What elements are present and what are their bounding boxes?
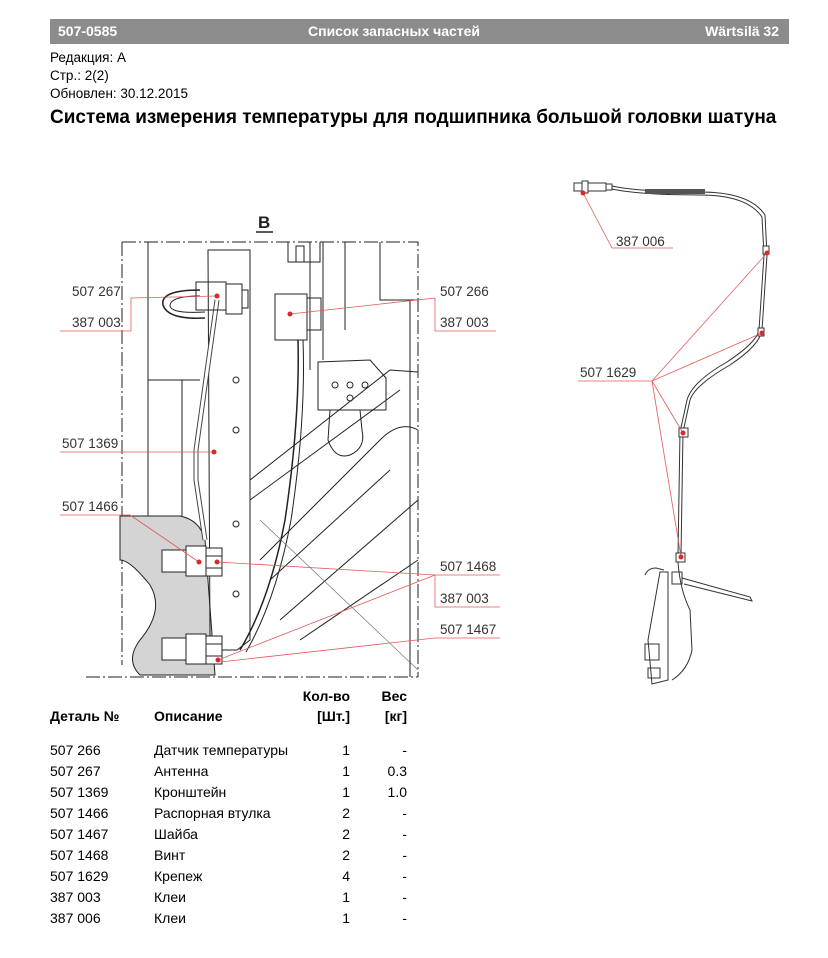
part-number: 507 1468 [50, 847, 109, 863]
part-qty: 1 [342, 763, 350, 779]
callout-507-266: 507 266 [440, 284, 489, 299]
header-bar: 507-0585 Список запасных частей Wärtsilä… [50, 19, 789, 44]
part-qty: 1 [342, 784, 350, 800]
part-number: 387 006 [50, 910, 101, 926]
part-number: 507 267 [50, 763, 101, 779]
part-description: Крепеж [154, 868, 203, 884]
header-qty-top: Кол-во [302, 688, 350, 704]
view-letter: B [258, 213, 270, 232]
part-description: Антенна [154, 763, 209, 779]
table-row: 507 1629 Крепеж 4 - [50, 868, 430, 889]
part-description: Клеи [154, 910, 186, 926]
table-row: 507 266 Датчик температуры 1 - [50, 742, 430, 763]
part-description: Шайба [154, 826, 198, 842]
callout-507-1467: 507 1467 [440, 622, 496, 637]
part-weight: - [402, 826, 407, 842]
table-row: 507 1467 Шайба 2 - [50, 826, 430, 847]
part-qty: 2 [342, 805, 350, 821]
leader-dots-right [580, 190, 770, 560]
part-description: Распорная втулка [154, 805, 271, 821]
part-qty: 1 [342, 910, 350, 926]
table-row: 507 1468 Винт 2 - [50, 847, 430, 868]
callout-387-003-c: 387 003 [440, 591, 489, 606]
callout-507-1369: 507 1369 [62, 436, 118, 451]
part-description: Клеи [154, 889, 186, 905]
part-weight: 0.3 [387, 763, 407, 779]
part-number: 507 1629 [50, 868, 109, 884]
callout-507-267: 507 267 [72, 284, 121, 299]
table-row: 507 1466 Распорная втулка 2 - [50, 805, 430, 826]
table-row: 387 006 Клеи 1 - [50, 910, 430, 931]
table-row: 507 267 Антенна 1 0.3 [50, 763, 430, 784]
header-weight-bottom: [кг] [384, 708, 407, 724]
part-weight: - [402, 805, 407, 821]
part-weight: - [402, 742, 407, 758]
header-part-no: Деталь № [50, 708, 120, 724]
part-qty: 1 [342, 742, 350, 758]
part-description: Кронштейн [154, 784, 227, 800]
callout-507-1629: 507 1629 [580, 365, 636, 380]
part-weight: - [402, 868, 407, 884]
updated-date: Обновлен: 30.12.2015 [50, 86, 188, 101]
brand-name: Wärtsilä 32 [705, 23, 779, 39]
header-description: Описание [154, 708, 223, 724]
part-number: 507 1466 [50, 805, 109, 821]
part-weight: - [402, 847, 407, 863]
part-number: 507 266 [50, 742, 101, 758]
leader-dots-left [196, 293, 293, 663]
callout-507-1468: 507 1468 [440, 559, 496, 574]
leader-lines-left [60, 295, 500, 663]
page-title: Система измерения температуры для подшип… [50, 107, 777, 128]
part-weight: - [402, 910, 407, 926]
part-description: Датчик температуры [154, 742, 289, 758]
page-number: Стр.: 2(2) [50, 68, 109, 83]
cable-diagram [573, 180, 770, 685]
table-row: 387 003 Клеи 1 - [50, 889, 430, 910]
callout-387-003-a: 387 003 [72, 315, 121, 330]
upper-bolt-assembly [161, 545, 223, 577]
header-qty-bottom: [Шт.] [317, 708, 350, 724]
part-number: 387 003 [50, 889, 101, 905]
part-qty: 2 [342, 847, 350, 863]
part-description: Винт [154, 847, 186, 863]
part-weight: - [402, 889, 407, 905]
header-weight-top: Вес [381, 688, 408, 704]
lower-bolt-assembly [161, 633, 223, 665]
table-row: 507 1369 Кронштейн 1 1.0 [50, 784, 430, 805]
section-title: Список запасных частей [308, 23, 481, 39]
part-qty: 1 [342, 889, 350, 905]
callout-387-003-b: 387 003 [440, 315, 489, 330]
callout-387-006: 387 006 [616, 234, 665, 249]
part-weight: 1.0 [387, 784, 407, 800]
detail-view-b: B [86, 213, 419, 678]
part-qty: 2 [342, 826, 350, 842]
part-number: 507 1369 [50, 784, 109, 800]
doc-number: 507-0585 [58, 23, 118, 39]
revision: Редакция: A [50, 50, 127, 65]
part-number: 507 1467 [50, 826, 109, 842]
leader-lines-right [578, 192, 768, 558]
part-qty: 4 [342, 868, 350, 884]
callout-507-1466: 507 1466 [62, 499, 118, 514]
